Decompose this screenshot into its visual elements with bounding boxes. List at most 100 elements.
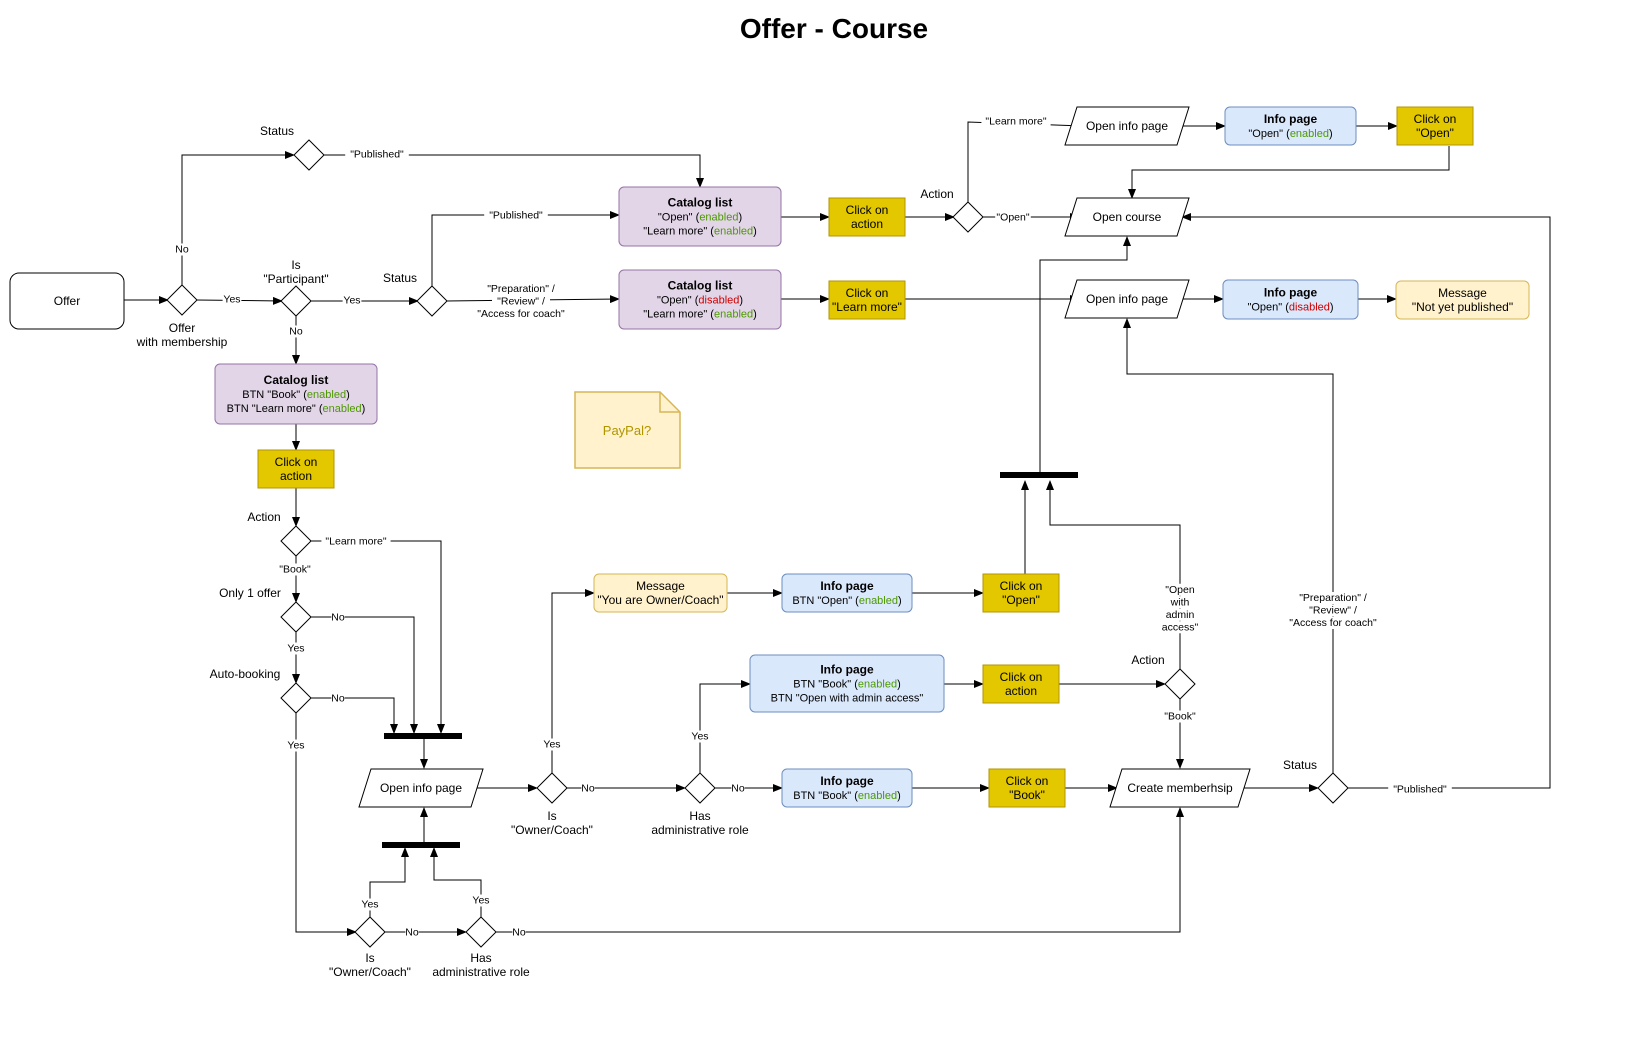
node-line: "Open" (enabled) [658,212,742,224]
label-text: action [851,217,883,231]
box-title: Info page [1264,112,1318,126]
decision-label: Action [920,187,953,201]
edge-label-no-autobook: No [331,692,345,705]
paypal-note[interactable]: PayPal? [574,391,681,469]
decision-label: administrative role [651,823,749,837]
edge-label-text: "Book" [279,564,311,576]
edge-label-text: Yes [543,739,560,751]
label-text: Click on [1414,112,1457,126]
click-open-owner-box[interactable]: Click on"Open" [982,573,1060,613]
label-text: Click on [846,203,889,217]
label-text: Create memberhsip [1127,781,1233,795]
decision-label: Offer [169,321,195,335]
edge-label-text: "Book" [1164,711,1196,723]
edge-admin-bottom-yes [430,847,482,917]
node-line: "Open" (disabled) [1247,302,1333,314]
edge-label-text: access" [1162,621,1199,633]
edge-label-text: Yes [223,294,240,306]
d-participant-decision: Is"Participant" [263,258,329,317]
edge-label-published-bottom: "Published" [1388,783,1452,796]
decision-label: Auto-booking [210,667,281,681]
click-open-top-box[interactable]: Click on"Open" [1396,106,1474,146]
edge-status-top-published [324,154,704,188]
edge-label-text: "Learn more" [985,116,1046,128]
offer-box[interactable]: Offer [9,272,125,330]
decision-label: Status [260,124,294,138]
edge-labels: NoYes"Published"YesNo"Published""Prepara… [175,115,1452,939]
catalog-prep-box[interactable]: Catalog list"Open" (disabled)"Learn more… [618,269,782,330]
box-title: Catalog list [264,373,329,387]
d-action-top-decision: Action [920,187,984,233]
decision-label: Only 1 offer [219,586,281,600]
label-text: "Open" [1416,126,1454,140]
catalog-published-box[interactable]: Catalog list"Open" (enabled)"Learn more"… [618,186,782,247]
label-text: "Book" [1009,788,1045,802]
edge-label-text: "Preparation" / [487,283,555,295]
edge-label-text: No [289,326,303,338]
note-text: PayPal? [603,423,651,438]
info-mid-box[interactable]: Info page "Open" (disabled) [1222,279,1359,320]
decision-label: "Owner/Coach" [329,965,411,979]
decision-label: Action [247,510,280,524]
open-info-top-parallelogram[interactable]: Open info page [1064,106,1190,146]
decision-label: "Participant" [263,272,328,286]
edge-label-learn-more-top: "Learn more" [981,115,1051,128]
label-text: "Not yet published" [1412,300,1513,314]
box-title: Info page [1264,286,1318,300]
open-info-bottom-parallelogram[interactable]: Open info page [358,768,484,808]
box-title: Catalog list [668,279,733,293]
label-text: Click on [1000,579,1043,593]
edges [124,121,1551,936]
label-text: "You are Owner/Coach" [597,593,723,607]
click-book-box[interactable]: Click on"Book" [988,768,1066,808]
edge-label-yes-admin-bottom: Yes [471,894,491,907]
label-text: Message [636,579,685,593]
edge-label-text: Yes [361,899,378,911]
edge-label-no-membership: No [175,243,189,256]
edge-admin-yes [699,680,751,773]
edge-action-learn-more [967,121,1084,203]
label-text: Open info page [1086,292,1168,306]
open-info-mid-parallelogram[interactable]: Open info page [1064,279,1190,319]
box-title: Info page [820,579,874,593]
decision-label: administrative role [432,965,530,979]
msg-not-published-box[interactable]: Message"Not yet published" [1395,280,1530,320]
d-action-admin-decision: Action [1131,653,1196,700]
d-status-top-decision: Status [260,124,325,171]
click-learn-more-box[interactable]: Click on"Learn more" [828,280,906,320]
edge-only1-no [310,616,418,734]
edge-label-book-left: "Book" [277,563,313,576]
decision-label: Is [547,809,556,823]
d-autobook-decision: Auto-booking [210,667,312,714]
edge-label-prep-mid: "Preparation" /"Review" /"Access for coa… [469,283,573,320]
info-top-box[interactable]: Info page"Open" (enabled) [1224,106,1357,146]
edge-label-yes-owner-mid: Yes [542,738,562,751]
node-line: "Learn more" (enabled) [643,226,757,238]
decision-label: Action [1131,653,1164,667]
edge-label-yes-admin-mid: Yes [690,730,710,743]
edge-label-no-only1: No [331,611,345,624]
edge-open-admin-access [1046,480,1181,669]
edge-label-open-top: "Open" [995,211,1031,224]
edge-label-text: "Open [1165,584,1195,596]
edge-label-text: Yes [691,731,708,743]
edge-label-text: "Learn more" [325,536,386,548]
d-status-bottom-decision: Status [1283,758,1349,804]
label-text: Open info page [1086,119,1168,133]
create-membership-parallelogram[interactable]: Create memberhsip [1109,768,1251,808]
edge-label-published-top: "Published" [345,148,409,161]
fork-join-bars [382,472,1078,848]
open-course-parallelogram[interactable]: Open course [1064,197,1190,237]
edge-autobook-yes [295,712,357,936]
edge-bar-to-open-course [1039,236,1131,472]
msg-owner-box[interactable]: Message"You are Owner/Coach" [593,573,728,613]
edge-label-no-admin-mid: No [731,782,745,795]
